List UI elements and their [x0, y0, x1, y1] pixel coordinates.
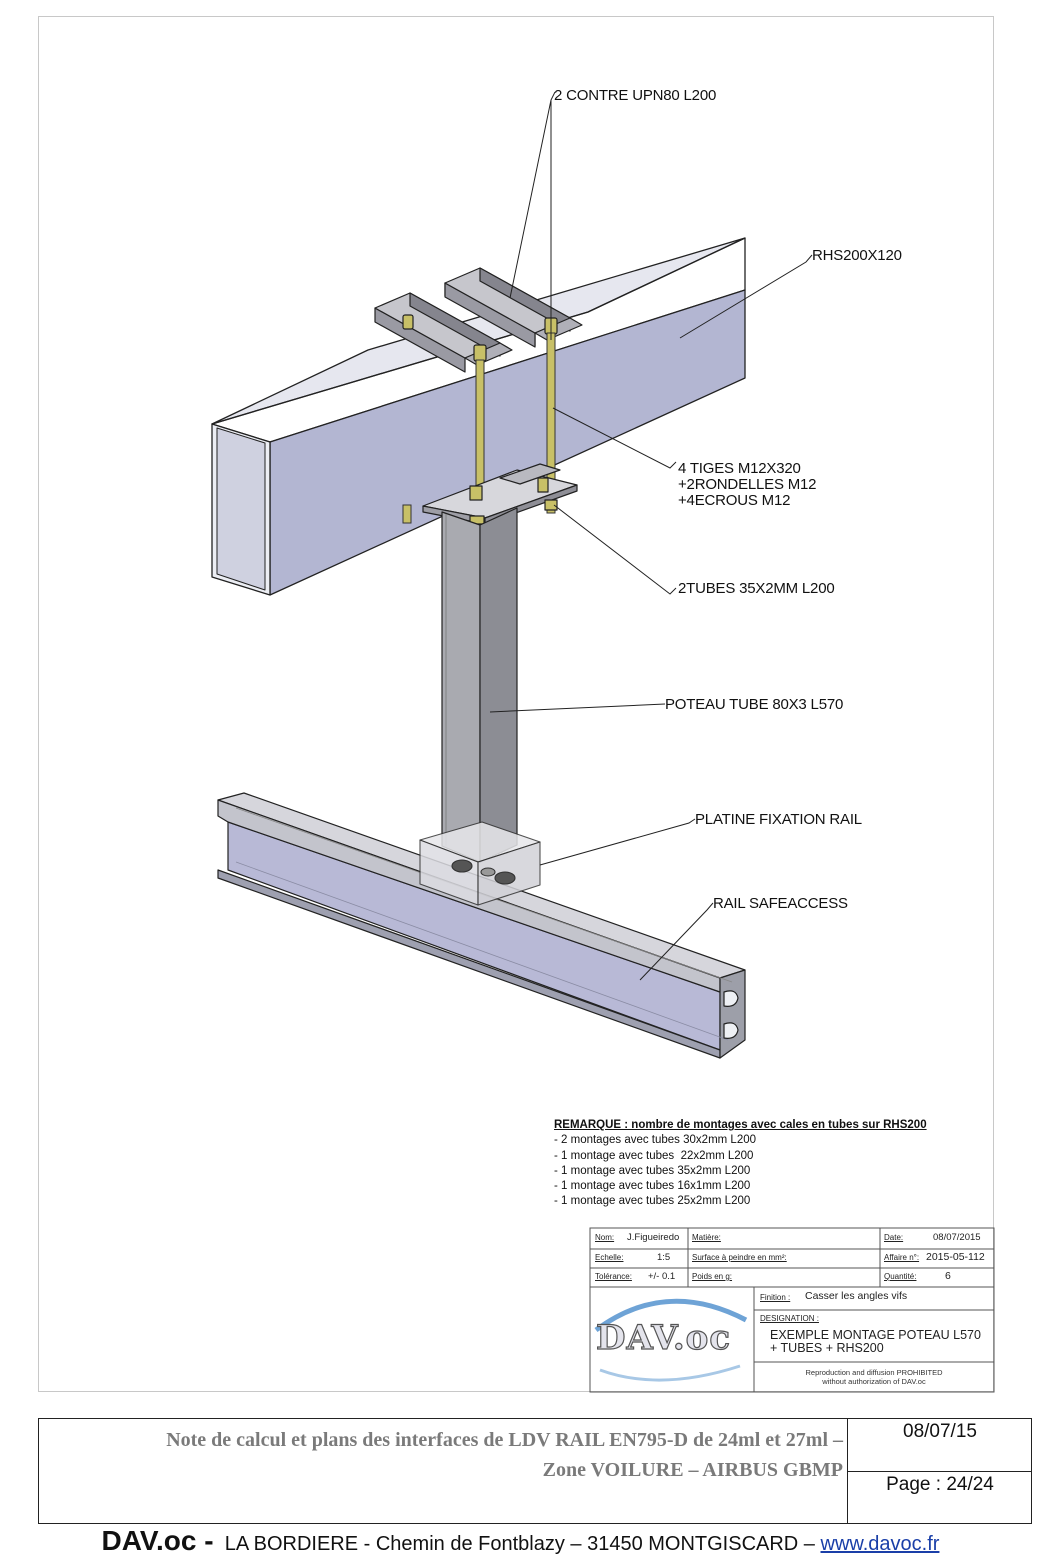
tb-date-value: 08/07/2015 — [933, 1232, 981, 1243]
company-website-link[interactable]: www.davoc.fr — [820, 1533, 940, 1555]
logo-graphic — [594, 1298, 748, 1382]
tb-reproduction-notice: Reproduction and diffusion PROHIBITED wi… — [754, 1368, 994, 1386]
remark-line: - 1 montage avec tubes 25x2mm L200 — [554, 1195, 751, 1208]
remark-line: - 2 montages avec tubes 30x2mm L200 — [554, 1134, 757, 1147]
remark-block: REMARQUE : nombre de montages avec cales… — [554, 1118, 994, 1210]
callout-rail: RAIL SAFEACCESS — [713, 895, 848, 912]
callout-upn: 2 CONTRE UPN80 L200 — [554, 87, 717, 104]
document-date: 08/07/15 — [848, 1419, 1032, 1472]
tb-designation-line-2: + TUBES + RHS200 — [770, 1341, 884, 1355]
tb-finition-value: Casser les angles vifs — [805, 1290, 908, 1302]
company-address-line: DAV.oc - LA BORDIERE - Chemin de Fontbla… — [0, 1526, 1041, 1559]
drawing-sheet — [38, 16, 994, 1392]
tb-tolerance-value: +/- 0.1 — [648, 1271, 676, 1282]
leader-lines — [489, 91, 813, 981]
company-brand: DAV.oc - — [101, 1525, 214, 1556]
tb-echelle-key: Echelle: — [595, 1253, 624, 1262]
tb-designation-key: DESIGNATION : — [760, 1314, 819, 1323]
tb-affaire-value: 2015-05-112 — [926, 1251, 985, 1263]
tb-finition-key: Finition : — [760, 1293, 791, 1302]
title-block-frame — [589, 1227, 995, 1393]
callout-tubes: 2TUBES 35X2MM L200 — [678, 580, 835, 597]
document-title-line-2: Zone VOILURE – AIRBUS GBMP — [542, 1459, 843, 1481]
company-logo: DAV.oc — [595, 1317, 732, 1358]
tb-quantite-value: 6 — [945, 1270, 951, 1282]
tb-date-key: Date: — [884, 1233, 904, 1242]
tb-surface-key: Surface à peindre en mm²: — [692, 1253, 787, 1262]
tb-affaire-key: Affaire n°: — [884, 1253, 920, 1262]
callout-tiges-3: +4ECROUS M12 — [678, 492, 791, 509]
tb-echelle-value: 1:5 — [657, 1252, 671, 1263]
tb-repro-line-2: without authorization of DAV.oc — [822, 1377, 926, 1386]
callout-tiges-1: 4 TIGES M12X320 — [678, 460, 801, 477]
upn-channels — [374, 267, 583, 373]
rail-fixing-plate — [419, 821, 541, 906]
callout-rhs: RHS200X120 — [812, 247, 902, 264]
remark-line: - 1 montage avec tubes 22x2mm L200 — [554, 1149, 754, 1162]
tb-quantite-key: Quantité: — [884, 1272, 917, 1281]
callout-platine: PLATINE FIXATION RAIL — [695, 811, 862, 828]
tb-tolerance-key: Tolérance: — [595, 1272, 632, 1281]
company-address: LA BORDIERE - Chemin de Fontblazy – 3145… — [224, 1533, 815, 1555]
document-footer: Note de calcul et plans des interfaces d… — [38, 1418, 1032, 1524]
page-number: Page : 24/24 — [886, 1474, 994, 1495]
tb-nom-value: J.Figueiredo — [627, 1232, 680, 1243]
post-tube — [441, 507, 518, 863]
document-title: Note de calcul et plans des interfaces d… — [47, 1425, 843, 1485]
footer-meta: 08/07/15 Page : 24/24 — [847, 1419, 1032, 1523]
base-plate — [422, 463, 578, 525]
tb-repro-line-1: Reproduction and diffusion PROHIBITED — [805, 1368, 943, 1377]
tb-nom-key: Nom: — [595, 1233, 615, 1242]
tb-designation-line-1: EXEMPLE MONTAGE POTEAU L570 — [770, 1328, 981, 1342]
tb-matiere-key: Matière: — [692, 1233, 721, 1242]
assembly-drawing — [211, 91, 995, 1393]
callout-tiges-2: +2RONDELLES M12 — [678, 476, 817, 493]
remark-line: - 1 montage avec tubes 35x2mm L200 — [554, 1164, 751, 1177]
callout-poteau: POTEAU TUBE 80X3 L570 — [665, 696, 844, 713]
remark-line: - 1 montage avec tubes 16x1mm L200 — [554, 1180, 751, 1193]
tb-poids-key: Poids en g: — [692, 1272, 733, 1281]
remark-title: REMARQUE : nombre de montages avec cales… — [554, 1119, 927, 1131]
document-title-line-1: Note de calcul et plans des interfaces d… — [166, 1429, 843, 1451]
